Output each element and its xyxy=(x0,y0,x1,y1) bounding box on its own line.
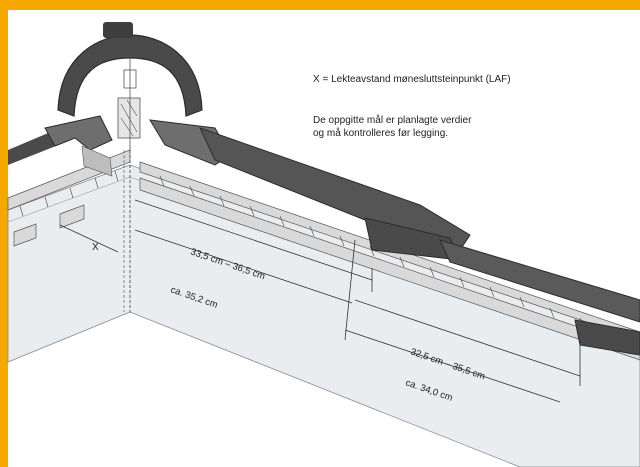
x-label: X xyxy=(92,242,99,253)
dimension-line-lower-fixed xyxy=(344,239,561,403)
top-banner xyxy=(0,0,640,10)
x-dimension-line xyxy=(59,224,119,253)
legend-x-definition: X = Lekteavstand mønesluttsteinpunkt (LA… xyxy=(313,74,511,85)
right-tiles xyxy=(149,119,640,356)
dimension-line-upper-range xyxy=(134,199,373,292)
dimension-line-lower-range xyxy=(354,299,581,386)
ridge-cap xyxy=(57,22,203,150)
left-border xyxy=(0,0,8,467)
legend-note-line1: De oppgitte mål er planlagte verdier xyxy=(313,115,472,126)
dimension-line-upper-fixed xyxy=(134,229,353,304)
legend-note-line2: og må kontrolleres før legging. xyxy=(313,128,449,139)
left-tiles xyxy=(8,115,113,177)
